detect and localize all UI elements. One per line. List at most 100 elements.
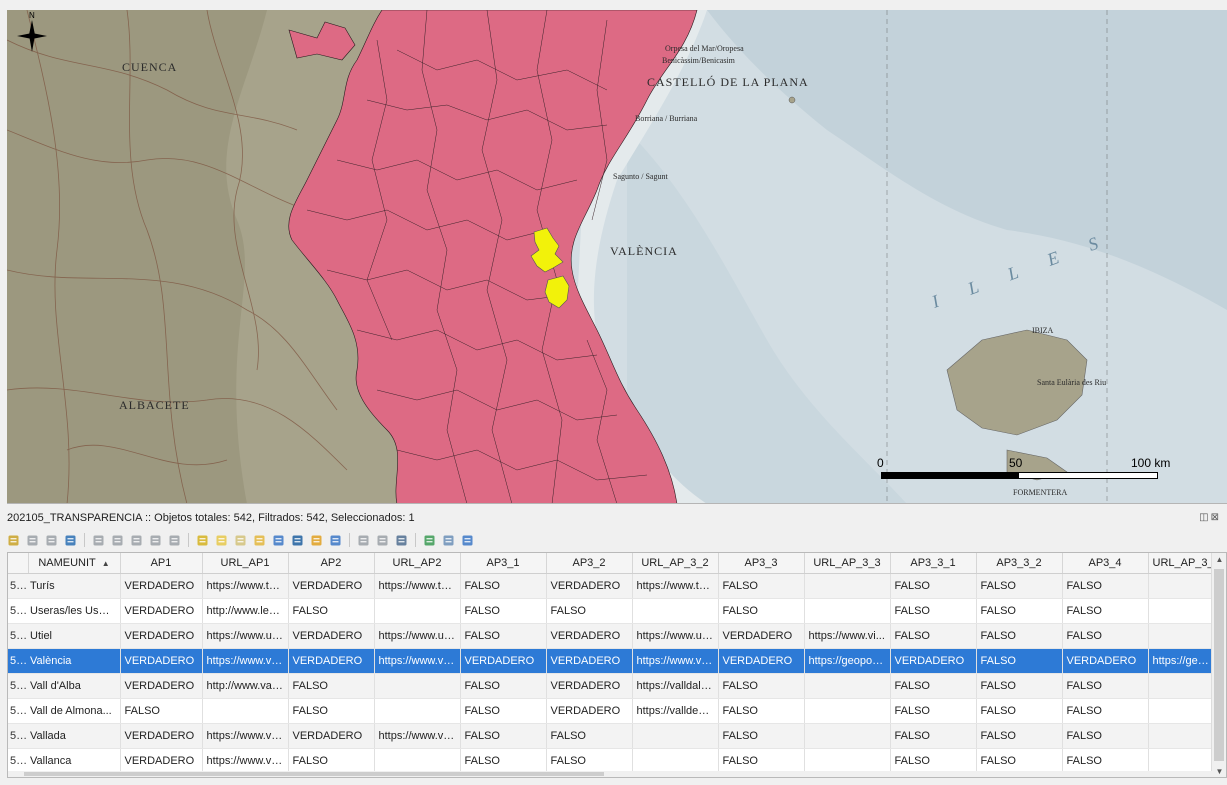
table-cell-url-ap2[interactable] xyxy=(374,748,461,774)
table-cell-nameunit[interactable]: Vallanca xyxy=(28,748,121,774)
table-cell-url-ap1[interactable]: https://www.va... xyxy=(202,723,289,749)
row-number[interactable]: 509 xyxy=(8,748,28,774)
table-cell-url-ap-3-3[interactable] xyxy=(804,723,891,749)
filter-icon[interactable] xyxy=(270,532,287,549)
save-edits-icon[interactable] xyxy=(43,532,60,549)
table-cell-url-ap1[interactable]: http://www.les... xyxy=(202,598,289,624)
panel-window-controls[interactable]: ◫⊠ xyxy=(1199,512,1221,523)
form-view-icon[interactable] xyxy=(459,532,476,549)
table-cell-ap3-4[interactable]: FALSO xyxy=(1062,673,1149,699)
table-cell-ap3-3-2[interactable]: FALSO xyxy=(976,598,1063,624)
column-header-ap1[interactable]: AP1 xyxy=(120,553,203,574)
column-header-ap3-3-2[interactable]: AP3_3_2 xyxy=(976,553,1063,574)
column-header-url-ap-3-2[interactable]: URL_AP_3_2 xyxy=(632,553,719,574)
delete-feature-icon[interactable] xyxy=(109,532,126,549)
conditional-format-icon[interactable] xyxy=(421,532,438,549)
table-cell-ap1[interactable]: VERDADERO xyxy=(120,573,203,599)
table-cell-url-ap-3-3[interactable] xyxy=(804,598,891,624)
table-cell-ap2[interactable]: FALSO xyxy=(288,698,375,724)
table-cell-url-ap-3-3[interactable] xyxy=(804,748,891,774)
table-cell-ap3-2[interactable]: FALSO xyxy=(546,723,633,749)
copy-icon[interactable] xyxy=(147,532,164,549)
table-cell-ap2[interactable]: FALSO xyxy=(288,748,375,774)
row-number[interactable]: 507 xyxy=(8,698,28,724)
table-cell-ap3-1[interactable]: FALSO xyxy=(460,623,547,649)
row-number[interactable]: 504 xyxy=(8,623,28,649)
table-cell-ap3-3-2[interactable]: FALSO xyxy=(976,723,1063,749)
table-cell-ap1[interactable]: VERDADERO xyxy=(120,648,203,674)
table-cell-url-ap-3-[interactable] xyxy=(1148,723,1215,749)
table-cell-ap3-3-2[interactable]: FALSO xyxy=(976,673,1063,699)
table-cell-url-ap1[interactable]: https://www.va... xyxy=(202,648,289,674)
table-cell-ap2[interactable]: FALSO xyxy=(288,673,375,699)
table-cell-url-ap-3-2[interactable]: https://www.ut... xyxy=(632,623,719,649)
table-cell-ap3-2[interactable]: FALSO xyxy=(546,748,633,774)
field-calculator-icon[interactable] xyxy=(393,532,410,549)
table-cell-url-ap-3-2[interactable] xyxy=(632,748,719,774)
table-cell-ap3-3[interactable]: VERDADERO xyxy=(718,648,805,674)
multi-edit-icon[interactable] xyxy=(24,532,41,549)
edit-pencil-icon[interactable] xyxy=(5,532,22,549)
table-cell-ap3-3[interactable]: FALSO xyxy=(718,748,805,774)
table-cell-ap3-4[interactable]: FALSO xyxy=(1062,723,1149,749)
table-cell-ap3-3-1[interactable]: FALSO xyxy=(890,723,977,749)
table-cell-ap3-4[interactable]: VERDADERO xyxy=(1062,648,1149,674)
vertical-scrollbar[interactable]: ▲ ▼ xyxy=(1211,553,1226,777)
column-header-url-ap-3-3[interactable]: URL_AP_3_3 xyxy=(804,553,891,574)
table-cell-ap1[interactable]: VERDADERO xyxy=(120,673,203,699)
vertical-scroll-thumb[interactable] xyxy=(1214,569,1224,761)
table-cell-ap3-3-1[interactable]: VERDADERO xyxy=(890,648,977,674)
table-cell-url-ap1[interactable]: https://www.va... xyxy=(202,748,289,774)
table-cell-ap3-3-2[interactable]: FALSO xyxy=(976,698,1063,724)
deselect-icon[interactable] xyxy=(251,532,268,549)
column-header-url-ap-3-[interactable]: URL_AP_3_ xyxy=(1148,553,1215,574)
row-number[interactable]: 506 xyxy=(8,673,28,699)
table-cell-url-ap2[interactable]: https://www.va... xyxy=(374,723,461,749)
table-cell-nameunit[interactable]: Vallada xyxy=(28,723,121,749)
table-cell-ap1[interactable]: VERDADERO xyxy=(120,623,203,649)
table-cell-url-ap-3-2[interactable] xyxy=(632,723,719,749)
table-cell-ap3-4[interactable]: FALSO xyxy=(1062,573,1149,599)
invert-selection-icon[interactable] xyxy=(232,532,249,549)
table-cell-url-ap-3-[interactable] xyxy=(1148,673,1215,699)
column-header-ap3-1[interactable]: AP3_1 xyxy=(460,553,547,574)
table-cell-ap1[interactable]: FALSO xyxy=(120,698,203,724)
table-cell-ap3-4[interactable]: FALSO xyxy=(1062,623,1149,649)
table-cell-ap3-1[interactable]: VERDADERO xyxy=(460,648,547,674)
table-cell-ap3-3-1[interactable]: FALSO xyxy=(890,598,977,624)
table-cell-ap2[interactable]: VERDADERO xyxy=(288,573,375,599)
table-cell-ap3-1[interactable]: FALSO xyxy=(460,598,547,624)
row-number[interactable]: 508 xyxy=(8,723,28,749)
table-cell-url-ap-3-2[interactable]: https://valldeal... xyxy=(632,698,719,724)
column-header-ap3-4[interactable]: AP3_4 xyxy=(1062,553,1149,574)
table-cell-ap3-4[interactable]: FALSO xyxy=(1062,748,1149,774)
cut-icon[interactable] xyxy=(128,532,145,549)
table-cell-ap3-3[interactable]: VERDADERO xyxy=(718,623,805,649)
table-cell-ap3-3-2[interactable]: FALSO xyxy=(976,573,1063,599)
table-cell-url-ap-3-3[interactable] xyxy=(804,573,891,599)
table-cell-ap2[interactable]: VERDADERO xyxy=(288,723,375,749)
table-cell-url-ap-3-[interactable] xyxy=(1148,573,1215,599)
reload-icon[interactable] xyxy=(62,532,79,549)
table-cell-url-ap1[interactable]: http://www.vall... xyxy=(202,673,289,699)
column-header-ap3-2[interactable]: AP3_2 xyxy=(546,553,633,574)
table-cell-url-ap2[interactable] xyxy=(374,598,461,624)
table-cell-ap3-3-1[interactable]: FALSO xyxy=(890,623,977,649)
table-cell-nameunit[interactable]: Utiel xyxy=(28,623,121,649)
table-cell-ap3-3-2[interactable]: FALSO xyxy=(976,748,1063,774)
select-all-icon[interactable] xyxy=(213,532,230,549)
table-cell-url-ap-3-[interactable] xyxy=(1148,623,1215,649)
table-cell-ap1[interactable]: VERDADERO xyxy=(120,748,203,774)
expression-select-icon[interactable] xyxy=(194,532,211,549)
table-cell-ap3-1[interactable]: FALSO xyxy=(460,698,547,724)
table-cell-ap3-3[interactable]: FALSO xyxy=(718,723,805,749)
table-cell-ap3-3-2[interactable]: FALSO xyxy=(976,623,1063,649)
add-feature-icon[interactable] xyxy=(90,532,107,549)
table-cell-nameunit[interactable]: València xyxy=(28,648,121,674)
